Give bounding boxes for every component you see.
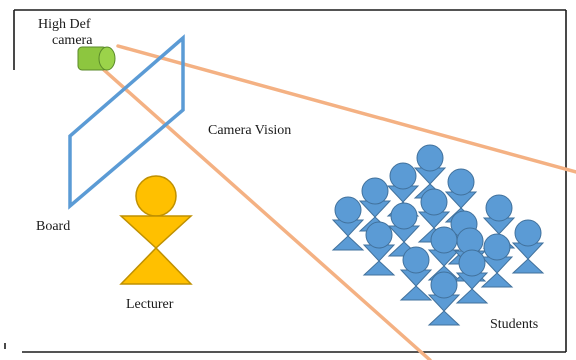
student-figure — [427, 271, 461, 326]
camera-vision-line-upper — [116, 44, 576, 174]
diagram-frame — [4, 9, 567, 353]
board-label: Board — [36, 219, 70, 234]
camera-label-line2: camera — [52, 33, 93, 48]
camera-vision-label: Camera Vision — [208, 123, 291, 138]
board — [68, 34, 185, 210]
student-figure — [362, 221, 396, 276]
student-figure — [399, 246, 433, 301]
camera-label-line1: High Def — [38, 17, 91, 32]
student-figure — [480, 233, 514, 288]
students-group — [331, 144, 545, 326]
camera-icon — [77, 46, 116, 71]
students-label: Students — [490, 317, 538, 332]
camera-vision-line-lower — [102, 68, 432, 360]
student-figure — [331, 196, 365, 251]
student-figure — [511, 219, 545, 274]
lecturer-label: Lecturer — [126, 297, 174, 312]
lecturer-figure — [119, 175, 193, 285]
student-figure — [455, 249, 489, 304]
